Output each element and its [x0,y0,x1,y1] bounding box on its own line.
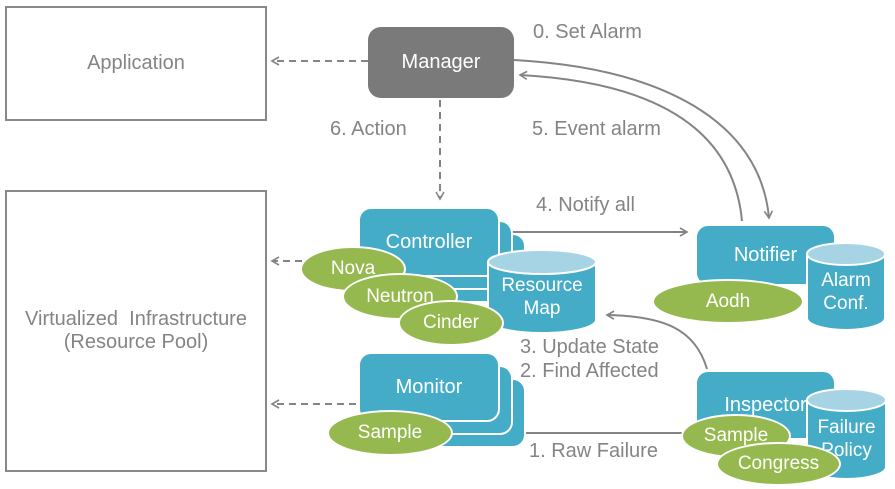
aodh-ellipse: Aodh [652,279,804,324]
resource-map-label-line2: Map [523,297,561,319]
infrastructure-label-line1: Virtualized Infrastructure [25,308,247,330]
aodh-label: Aodh [705,290,751,312]
alarm-conf-cylinder: Alarm Conf. [806,242,886,331]
step6-label: 6. Action [330,118,407,140]
step4-label: 4. Notify all [536,194,635,216]
arrow-set-alarm [513,59,774,220]
failure-policy-label-line1: Failure [817,417,876,438]
neutron-label: Neutron [366,285,434,307]
congress-ellipse: Congress [716,442,841,486]
arrow-update-state [605,310,708,370]
monitor-sample-ellipse: Sample [327,410,453,456]
monitor-label: Monitor [395,375,463,398]
resource-map-label-line1: Resource [501,274,583,296]
congress-label: Congress [737,453,820,474]
application-label: Application [87,52,185,74]
manager-label: Manager [401,51,481,73]
step2-label: 2. Find Affected [520,360,659,382]
monitor-sample-label: Sample [357,422,423,443]
step0-label: 0. Set Alarm [533,21,642,43]
notifier-label: Notifier [733,243,798,266]
nova-label: Nova [330,258,376,279]
step5-label: 5. Event alarm [532,118,661,140]
controller-label: Controller [385,230,473,253]
inspector-sample-label: Sample [703,425,769,446]
cinder-label: Cinder [423,312,479,333]
alarm-conf-label-line1: Alarm [821,269,871,291]
alarm-conf-label-line2: Conf. [823,292,869,314]
cylinder-shape [806,242,886,331]
cinder-ellipse: Cinder [398,300,504,346]
resource-map-cylinder: Resource Map [487,249,597,334]
step1-label: 1. Raw Failure [529,440,658,462]
arrow-event-alarm [518,70,743,222]
infrastructure-box: Virtualized Infrastructure (Resource Poo… [5,190,267,472]
inspector-label: Inspector [724,393,807,416]
step3-label: 3. Update State [520,336,659,358]
cylinder-shape [487,249,597,334]
application-box: Application [5,6,267,121]
manager-node: Manager [368,27,514,98]
infrastructure-label-line2: (Resource Pool) [63,331,209,353]
